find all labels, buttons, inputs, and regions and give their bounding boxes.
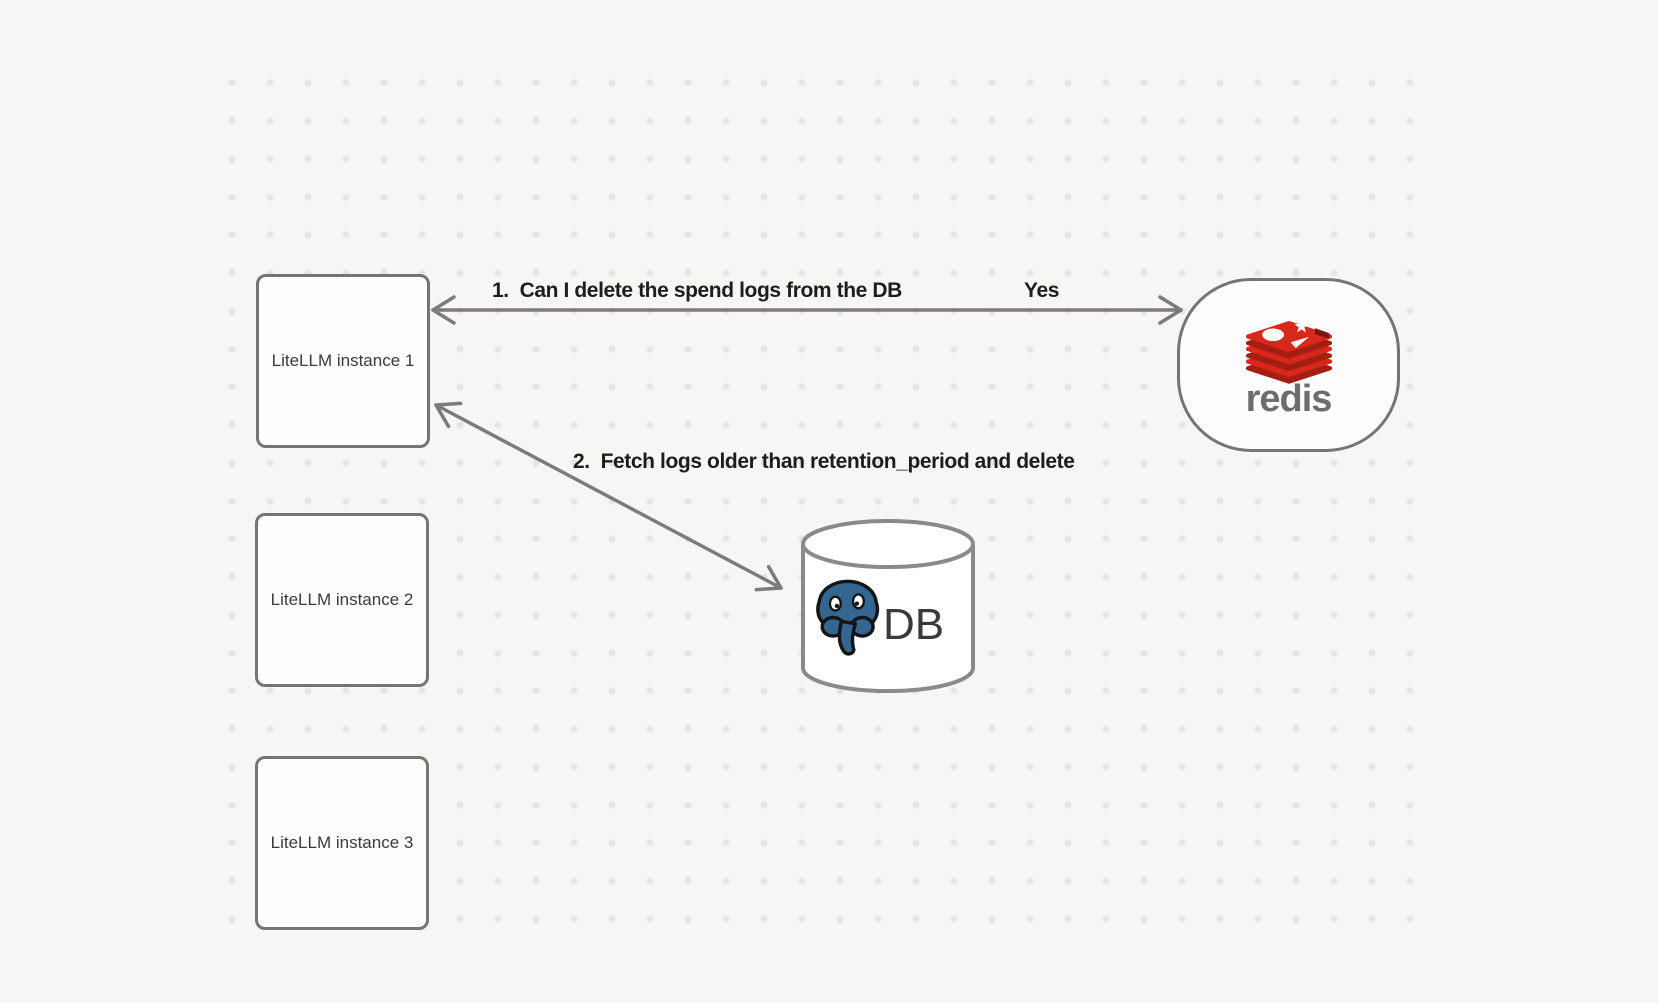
db-label: DB	[883, 600, 944, 649]
edge2-label: 2. Fetch logs older than retention_perio…	[573, 450, 1075, 473]
redis-stack-icon	[1245, 318, 1332, 384]
edge1-response-label: Yes	[1024, 279, 1060, 302]
node-label: LiteLLM instance 2	[270, 590, 414, 609]
node-litellm-instance-3[interactable]: LiteLLM instance 3	[255, 756, 429, 930]
edge1-question-label: 1. Can I delete the spend logs from the …	[492, 279, 902, 302]
node-litellm-instance-2[interactable]: LiteLLM instance 2	[255, 513, 429, 687]
db-cylinder-top	[801, 519, 975, 569]
node-litellm-instance-1[interactable]: LiteLLM instance 1	[256, 274, 430, 448]
postgresql-elephant-icon	[816, 579, 880, 656]
edge-litellm1-db[interactable]	[434, 401, 783, 592]
node-label: LiteLLM instance 1	[271, 351, 415, 370]
node-db[interactable]: DB	[799, 517, 977, 695]
node-label: LiteLLM instance 3	[270, 833, 414, 852]
node-redis[interactable]: redis	[1177, 278, 1400, 452]
redis-wordmark: redis	[1245, 378, 1333, 420]
